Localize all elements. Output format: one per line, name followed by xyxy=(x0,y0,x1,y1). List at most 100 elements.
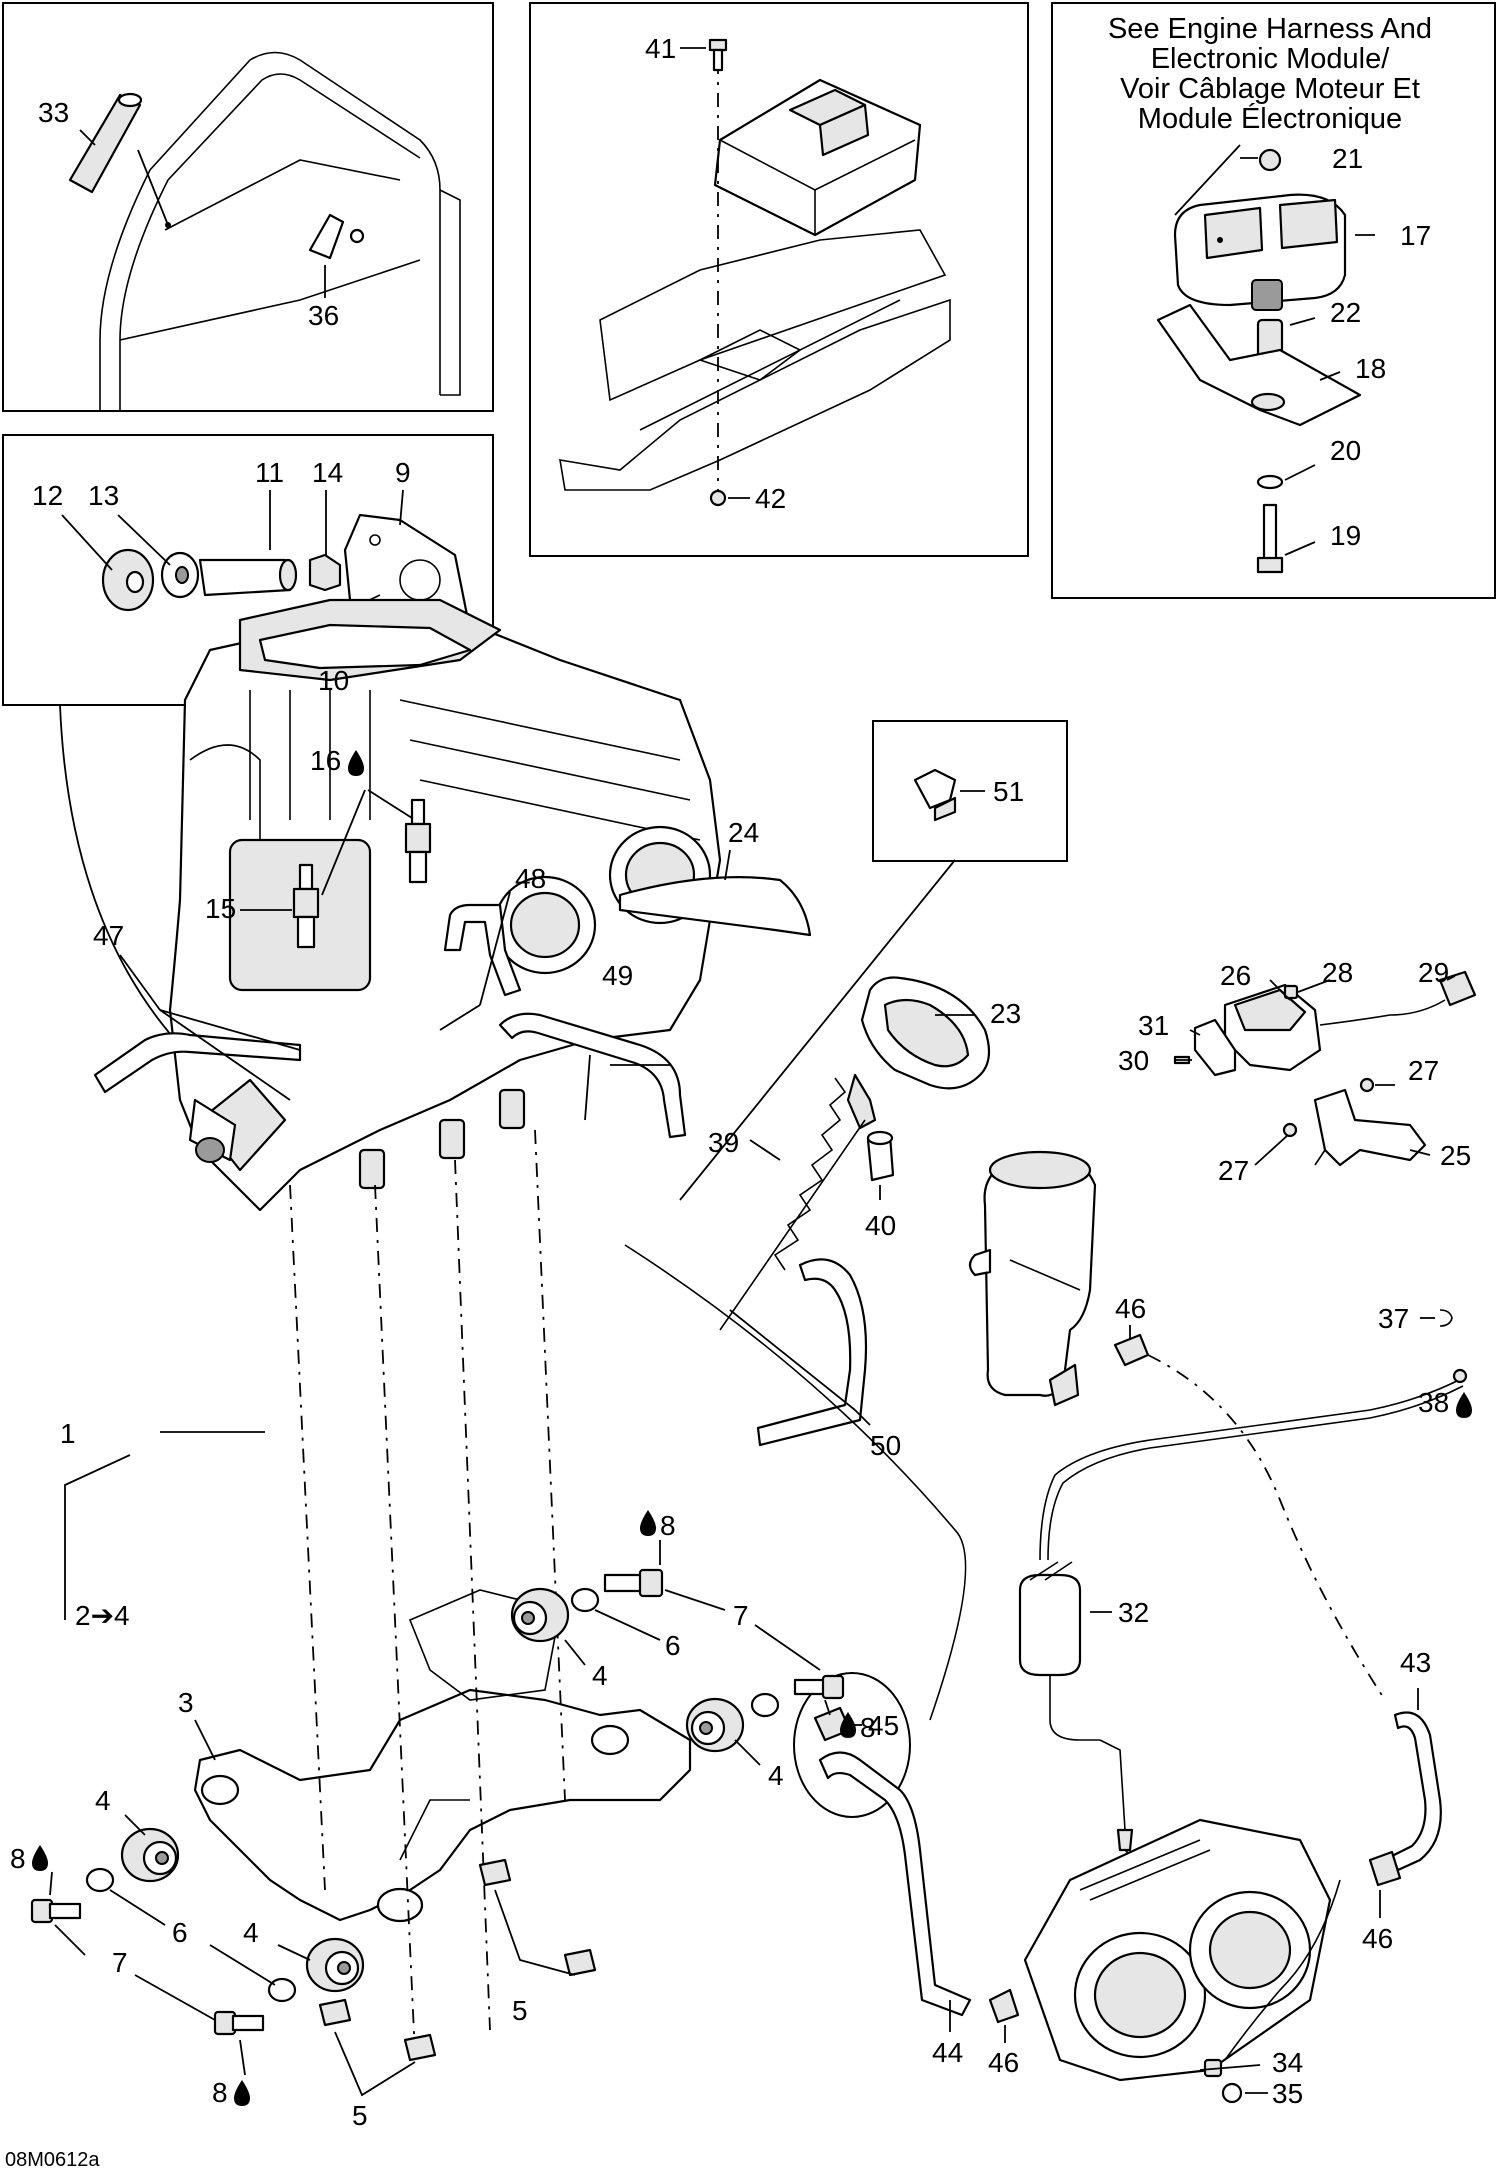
callout-17: 17 xyxy=(1400,220,1431,251)
callout-29: 29 xyxy=(1418,957,1449,988)
callout-42: 42 xyxy=(755,483,786,514)
callout-41: 41 xyxy=(645,33,676,64)
note-line-4: Module Électronique xyxy=(1138,102,1402,135)
part-24-shield xyxy=(618,876,812,937)
part-14-nut xyxy=(308,553,342,592)
callout-28: 28 xyxy=(1322,957,1353,988)
callout-19: 19 xyxy=(1330,520,1361,551)
part-40-bushing xyxy=(866,1130,895,1182)
callout-21: 21 xyxy=(1332,143,1363,174)
callout-47: 47 xyxy=(93,920,124,951)
part-28-bushing xyxy=(1283,984,1299,1000)
part-43-hose xyxy=(1390,1711,1442,1872)
part-27-screw xyxy=(1359,1077,1375,1093)
callout-44: 44 xyxy=(932,2037,963,2068)
callout-4d: 4 xyxy=(243,1917,259,1948)
part-4-mount-b xyxy=(305,1937,365,1993)
part-5-nut-c xyxy=(478,1858,512,1887)
callout-25: 25 xyxy=(1440,1140,1471,1171)
callout-8b: 8 xyxy=(860,1712,876,1743)
part-5-nut-b xyxy=(403,2033,437,2062)
part-4-mount-a xyxy=(120,1827,180,1883)
callout-8c-group: 8 xyxy=(10,1843,48,1874)
callout-4c: 4 xyxy=(95,1785,111,1816)
callout-8c: 8 xyxy=(10,1843,26,1874)
part-13-washer xyxy=(160,551,200,599)
lubricant-drop-icon xyxy=(1456,1392,1472,1418)
part-7-bolt-d xyxy=(793,1674,845,1700)
part-7-bolt-a xyxy=(30,1898,82,1924)
callout-26: 26 xyxy=(1220,960,1251,991)
callout-18: 18 xyxy=(1355,353,1386,384)
note-line-2: Electronic Module/ xyxy=(1151,43,1390,75)
lubricant-drop-icon xyxy=(640,1510,656,1536)
part-6-washer-b xyxy=(267,1977,297,2003)
part-6-washer-c xyxy=(570,1587,600,1613)
callout-48: 48 xyxy=(515,863,546,894)
callout-20: 20 xyxy=(1330,435,1361,466)
electronic-module-drawing xyxy=(713,78,922,237)
lubricant-drop-icon xyxy=(348,750,364,776)
callout-8a: 8 xyxy=(660,1510,676,1541)
part-47-hose xyxy=(93,1032,302,1094)
callout-32: 32 xyxy=(1118,1597,1149,1628)
callout-7b: 7 xyxy=(112,1947,128,1978)
callout-13: 13 xyxy=(88,480,119,511)
callout-40: 40 xyxy=(865,1210,896,1241)
part-17-ignition-module xyxy=(1173,193,1347,311)
callout-49: 49 xyxy=(602,960,633,991)
callout-4b: 4 xyxy=(768,1760,784,1791)
callout-4a: 4 xyxy=(592,1660,608,1691)
part-31-plate xyxy=(1193,1018,1237,1077)
callout-5b: 5 xyxy=(352,2100,368,2131)
callout-36: 36 xyxy=(308,300,339,331)
throttle-body-drawing xyxy=(1023,1818,1332,2082)
callout-39: 39 xyxy=(708,1127,739,1158)
callout-51: 51 xyxy=(993,776,1024,807)
callout-38: 38 xyxy=(1418,1387,1449,1418)
callout-27a: 27 xyxy=(1408,1055,1439,1086)
callout-50: 50 xyxy=(870,1430,901,1461)
part-50-hose xyxy=(756,1258,868,1447)
callout-33: 33 xyxy=(38,97,69,128)
part-33-tube xyxy=(68,92,143,194)
lubricant-drop-icon xyxy=(32,1845,48,1871)
part-42-nut xyxy=(709,489,727,507)
part-35-washer xyxy=(1221,2082,1243,2104)
callout-11: 11 xyxy=(255,457,284,488)
part-44-hose xyxy=(818,1751,972,2017)
callout-9: 9 xyxy=(395,457,411,488)
callout-43: 43 xyxy=(1400,1647,1431,1678)
note-line-1: See Engine Harness And xyxy=(1108,13,1432,45)
callout-46c: 46 xyxy=(988,2047,1019,2078)
part-6-washer-d xyxy=(750,1692,780,1718)
part-26-housing xyxy=(1223,983,1322,1072)
lubricant-drop-icon xyxy=(234,2080,250,2106)
callout-5a: 5 xyxy=(512,1995,528,2026)
callout-1: 1 xyxy=(60,1418,76,1449)
callout-8b-group: 8 xyxy=(840,1712,876,1743)
part-5-nut-d xyxy=(563,1948,597,1977)
part-7-bolt-c xyxy=(603,1568,664,1598)
part-25-bracket xyxy=(1313,1088,1427,1167)
callout-45: 45 xyxy=(868,1710,899,1741)
callout-46a: 46 xyxy=(1115,1293,1146,1324)
chassis-frame-drawing xyxy=(559,229,951,491)
part-3-mount-plate xyxy=(193,1589,692,1923)
callout-27b: 27 xyxy=(1218,1155,1249,1186)
part-49-hose xyxy=(498,1012,687,1139)
callout-37: 37 xyxy=(1378,1303,1409,1334)
callout-8d: 8 xyxy=(212,2077,228,2108)
part-16-spark-plug xyxy=(404,798,432,884)
callout-34: 34 xyxy=(1272,2047,1303,2078)
part-4-mount-d xyxy=(685,1697,745,1753)
part-19-bolt xyxy=(1256,503,1284,574)
callout-6b: 6 xyxy=(172,1917,188,1948)
muffler-drawing xyxy=(968,1150,1097,1407)
callout-7a: 7 xyxy=(733,1600,749,1631)
callout-23: 23 xyxy=(990,998,1021,1029)
part-46-clamp xyxy=(1113,1333,1150,1367)
part-7-bolt-b xyxy=(213,2010,265,2036)
part-51-clip xyxy=(913,768,957,822)
